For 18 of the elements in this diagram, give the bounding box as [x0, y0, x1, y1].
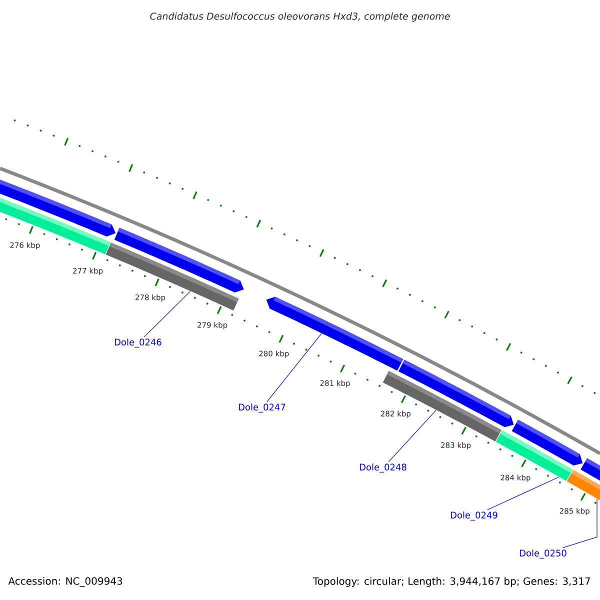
gene-bar: [0, 198, 110, 254]
leader-line: [562, 498, 598, 548]
accession-text: Accession: NC_009943: [8, 577, 122, 587]
gene-label: Dole_0250: [520, 550, 566, 558]
title: Candidatus Desulfococcus oleovorans Hxd3, complete genome: [150, 12, 450, 22]
gene-bar: [496, 430, 573, 481]
gene-bar: [382, 370, 502, 442]
leader-line: [144, 291, 191, 338]
genome-stats-text: Topology: circular; Length: 3,944,167 bp; Genes: 3,317: [312, 577, 590, 587]
leader-line: [487, 476, 560, 510]
gene-bar: [566, 470, 600, 501]
gene-label: Dole_0247: [238, 404, 286, 412]
gene-label: Dole_0248: [360, 464, 406, 472]
gene-bar: [106, 242, 239, 310]
gene-label: Dole_0249: [450, 512, 498, 520]
gene-label: Dole_0246: [114, 338, 162, 348]
leader-line: [388, 410, 436, 462]
leader-line: [266, 333, 322, 402]
